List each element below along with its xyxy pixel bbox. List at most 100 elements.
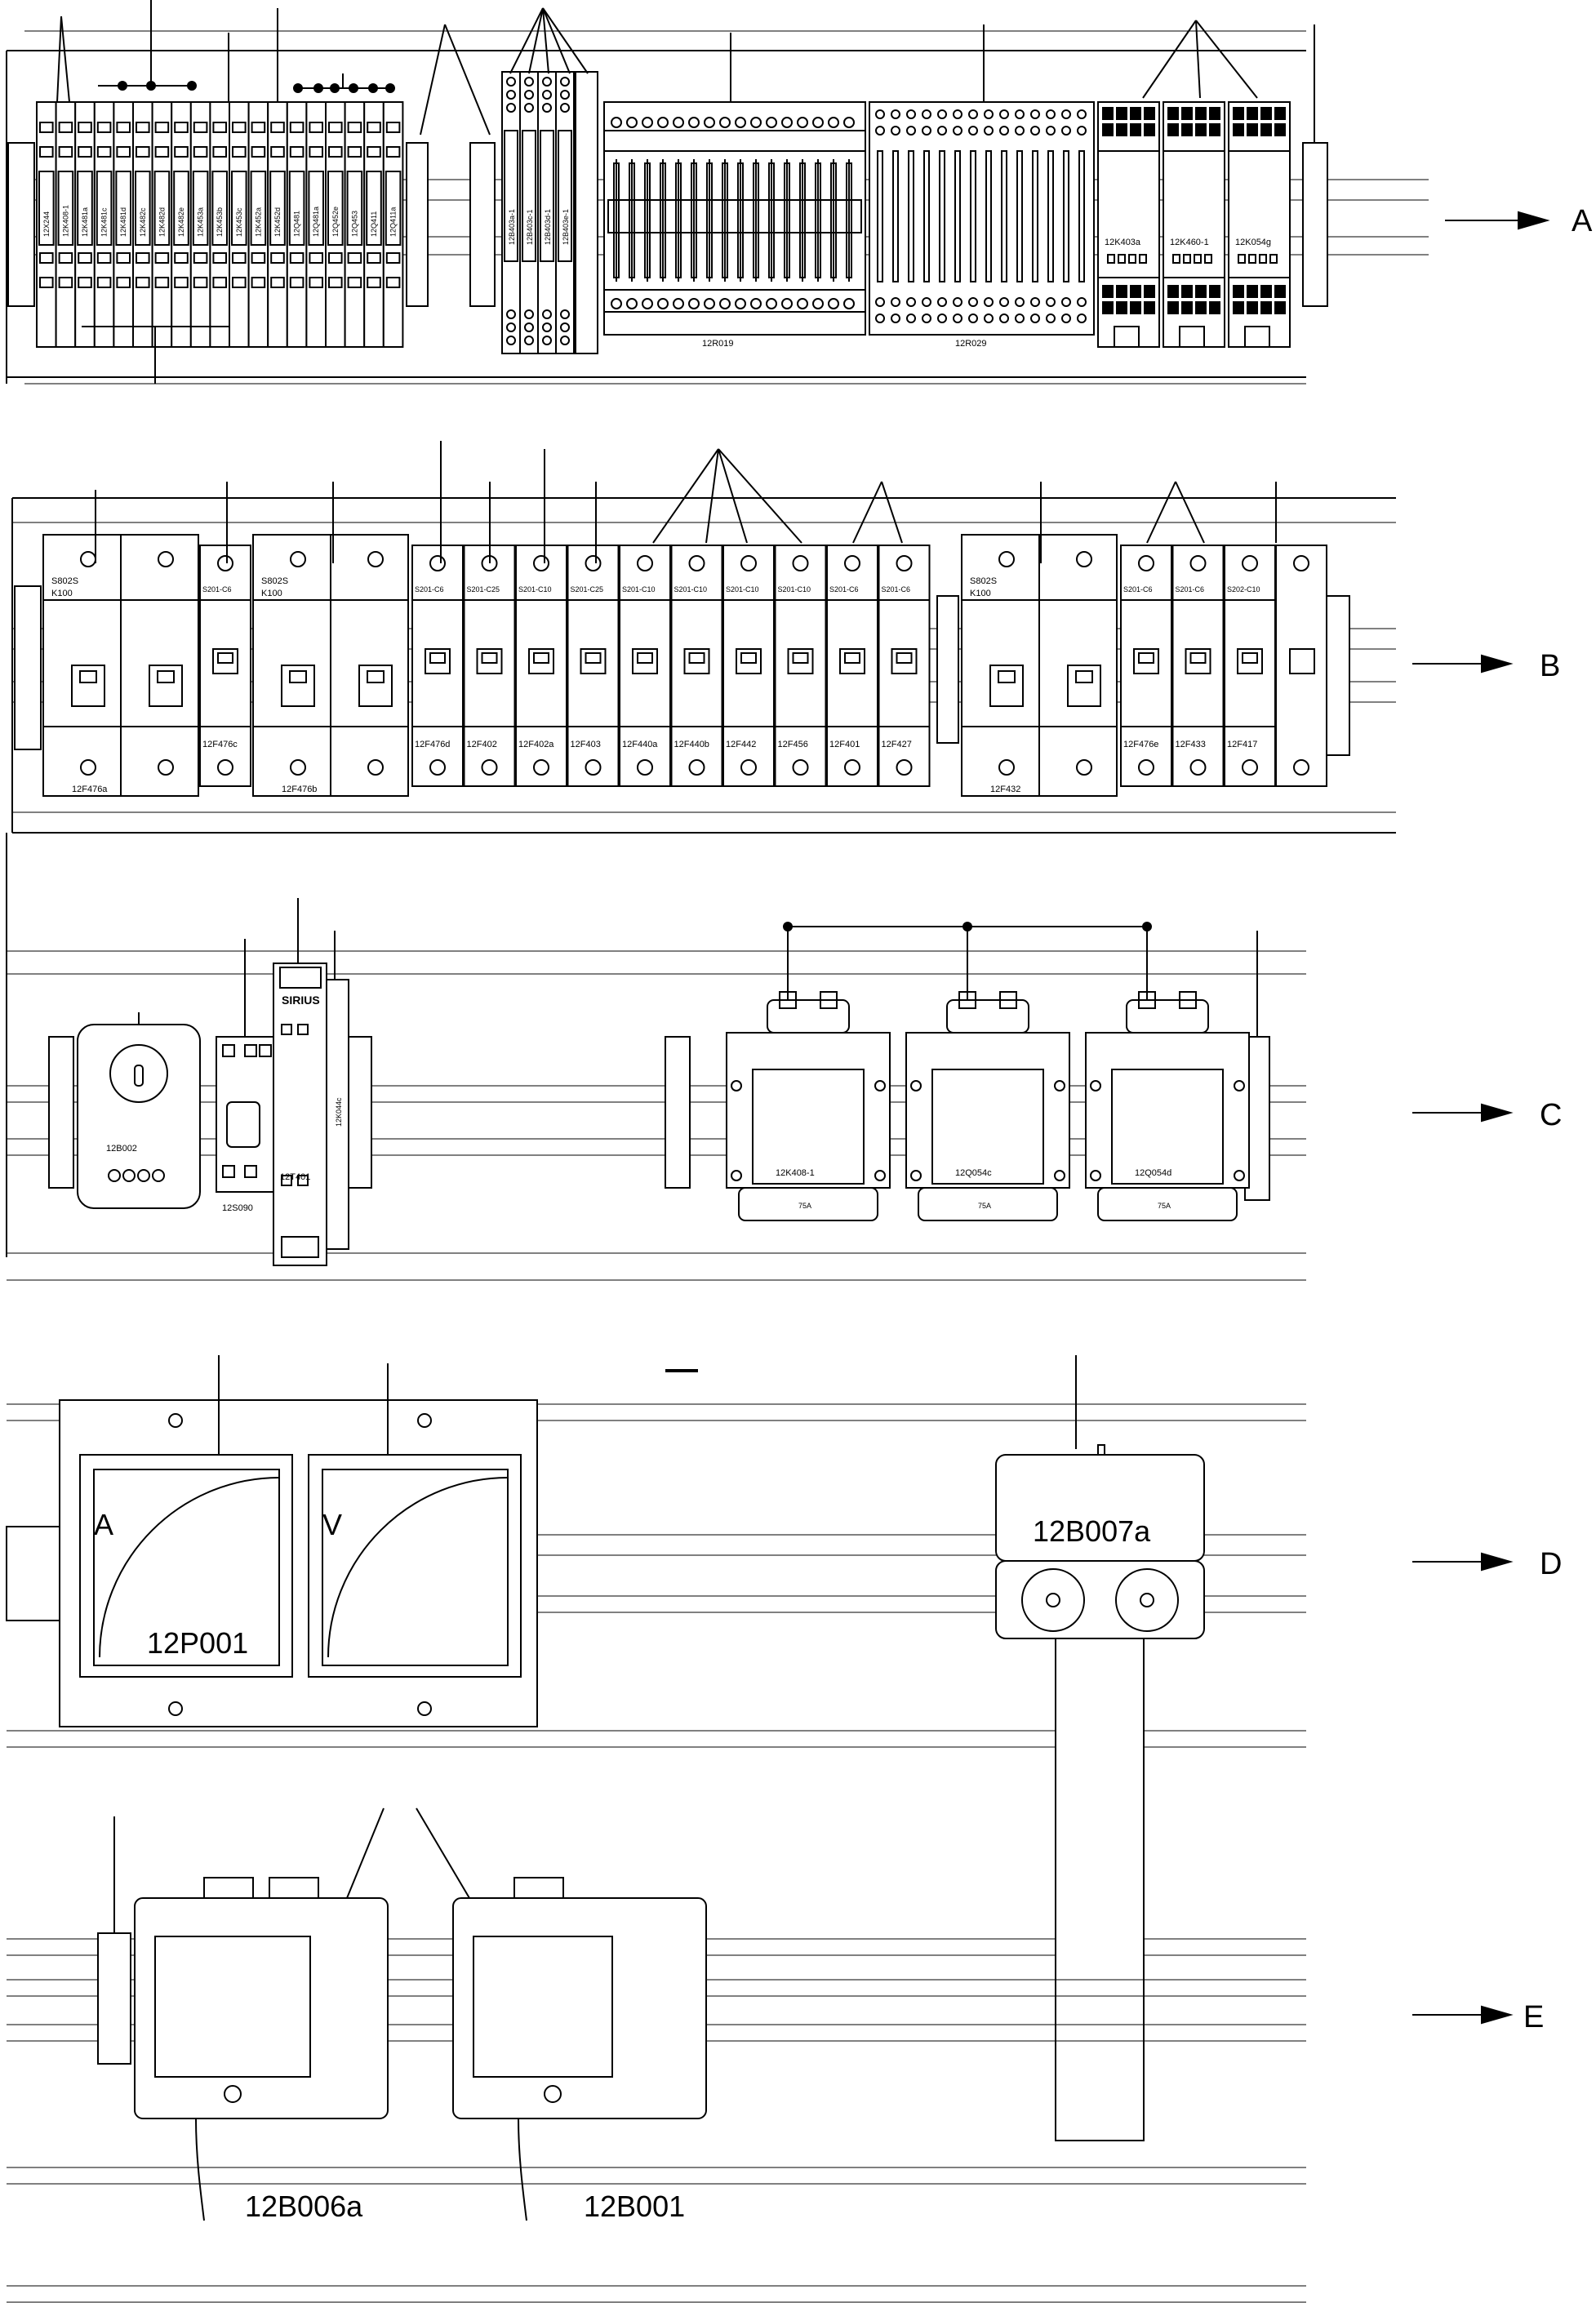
terminal-1: 12X244	[36, 101, 57, 348]
breaker-12f440b: S201-C10 12F440b	[670, 545, 723, 787]
row-c: 12B002 12S090 SIRIUS 12T401 12K044c 12K4…	[7, 898, 1562, 1281]
row-b: S802SK10012F476aS201-C612F476cS802SK1001…	[6, 441, 1560, 1257]
thermostat	[77, 1024, 201, 1209]
relay-label: 12K054g	[1235, 238, 1271, 247]
terminal-label: 12K481a	[81, 207, 89, 237]
breaker-tag: 12F456	[778, 740, 808, 749]
terminal-label: 12X244	[42, 211, 51, 237]
interface-module-12r019	[607, 117, 862, 309]
row-d: A 12P001 V 12B007a D	[6, 1355, 1562, 2141]
section-label-b: B	[1540, 649, 1560, 683]
terminal-5: 12K481d	[113, 101, 134, 348]
meter-tag: 12P001	[147, 1626, 248, 1660]
breaker-12f433: S201-C6 12F433	[1171, 545, 1225, 787]
breaker-tag: 12F401	[829, 740, 860, 749]
fuse-holder-3: 12B403d-1	[537, 71, 557, 354]
breaker-type: S201-C10	[622, 585, 656, 594]
breaker-tag: 12F476d	[415, 740, 450, 749]
terminal-label: 12Q481a	[312, 207, 320, 237]
breaker-type: S802S	[261, 576, 288, 586]
ammeter-symbol: A	[94, 1508, 113, 1541]
fuse-label: 12B403c-1	[526, 209, 534, 245]
breaker-12f456: S201-C10 12F456	[774, 545, 827, 787]
breaker-type: S802S	[51, 576, 78, 586]
breaker-tag: 12F440a	[622, 740, 658, 749]
breaker-tag: 12F440b	[674, 740, 709, 749]
breaker-tag: 12F402a	[518, 740, 554, 749]
terminal-label: 12K408-1	[61, 205, 69, 237]
breaker-tag: 12F476c	[202, 740, 238, 749]
ammeter	[79, 1454, 293, 1678]
breaker-rating: K100	[51, 589, 73, 598]
breaker-type: S201-C25	[467, 585, 500, 594]
contactor-rating: 75A	[978, 1202, 991, 1210]
breaker-type: S201-C6	[1176, 585, 1205, 594]
terminal-18: 12Q411	[363, 101, 385, 348]
breaker-type: S201-C10	[726, 585, 759, 594]
relay-3: 12K054g	[1228, 101, 1291, 348]
relay-1: 12K403a	[1097, 101, 1160, 348]
breaker-12f476a: S802S K100 12F476a	[42, 534, 199, 797]
side-relay	[326, 979, 349, 1250]
device-label-thermostat: 12B002	[106, 1144, 137, 1154]
contactor-tag: 12K408-1	[776, 1168, 815, 1178]
contactor-rating: 75A	[1158, 1202, 1171, 1210]
terminal-3: 12K481a	[74, 101, 96, 348]
device-label-switch: 12S090	[222, 1203, 253, 1213]
breaker-tag: 12F433	[1176, 740, 1206, 749]
terminal-label: 12Q453	[350, 211, 358, 237]
sensor-12b006a	[134, 1897, 389, 2119]
breaker-tag: 12F476e	[1123, 740, 1158, 749]
terminal-2: 12K408-1	[55, 101, 77, 348]
fuse-label: 12B403a-1	[508, 209, 516, 245]
section-label-c: C	[1540, 1098, 1562, 1132]
terminal-11: 12K453c	[229, 101, 250, 348]
voltmeter	[308, 1454, 522, 1678]
contactor-12q054c: 12Q054c 75A	[905, 991, 1070, 1221]
sensor-label-12b007a: 12B007a	[1033, 1514, 1151, 1548]
breaker-tag: 12F442	[726, 740, 756, 749]
breaker-type: S201-C10	[674, 585, 708, 594]
relay-label: 12K460-1	[1170, 238, 1209, 247]
contactor-tag: 12Q054d	[1135, 1168, 1171, 1178]
breaker-12f402a: S201-C10 12F402a	[515, 545, 567, 787]
contactor-tag: 12Q054c	[955, 1168, 992, 1178]
circuit-breaker-row: S802SK10012F476aS201-C612F476cS802SK1001…	[42, 534, 1327, 797]
interface-module-12r029	[875, 109, 1087, 323]
terminal-label: 12K482d	[158, 207, 166, 237]
breaker-type: S201-C10	[518, 585, 552, 594]
fuse-holder-2: 12B403c-1	[519, 71, 539, 354]
terminal-9: 12K453a	[189, 101, 211, 348]
terminal-6: 12K482c	[132, 101, 153, 348]
fuse-label: 12B403e-1	[562, 209, 570, 245]
terminal-13: 12K452d	[267, 101, 288, 348]
breaker-tag: 12F432	[990, 785, 1020, 794]
sensor-label-12b006a: 12B006a	[245, 2190, 363, 2223]
terminal-14: 12Q481	[286, 101, 308, 348]
breaker-type: S202-C10	[1227, 585, 1260, 594]
terminal-label: 12K481c	[100, 207, 109, 237]
terminal-12: 12K452a	[247, 101, 269, 348]
breaker-tag: 12F476a	[72, 785, 108, 794]
relay-modules: 12K403a 12K460-1 12K054g	[1097, 101, 1291, 348]
terminal-label: 12K482e	[177, 207, 185, 237]
fuse-holder-4: 12B403e-1	[555, 71, 575, 354]
brand-label: SIRIUS	[282, 994, 320, 1007]
module-label-12r019: 12R019	[702, 339, 734, 349]
breaker-type: S201-C25	[571, 585, 604, 594]
relay-label: 12K403a	[1105, 238, 1141, 247]
breaker-tag: 12F476b	[282, 785, 317, 794]
breaker-type: S201-C10	[778, 585, 811, 594]
breaker-rating: K100	[261, 589, 282, 598]
